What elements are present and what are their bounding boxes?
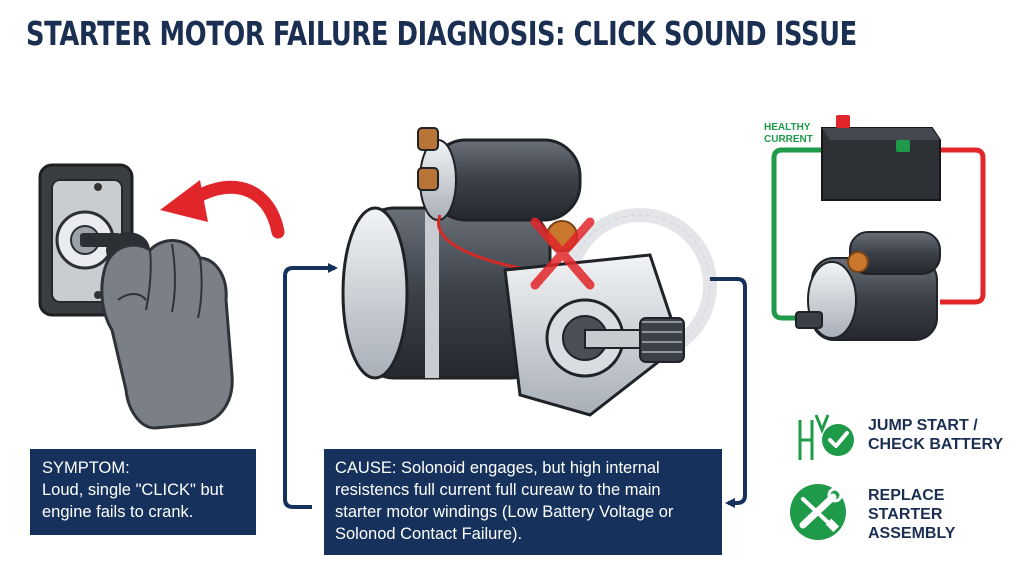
symptom-text: Loud, single "CLICK" but engine fails to… <box>42 481 224 521</box>
healthy-circuit-diagram <box>771 115 986 341</box>
battery-icon <box>821 115 941 201</box>
wrench-screwdriver-icon <box>790 484 846 540</box>
page-title: STARTER MOTOR FAILURE DIAGNOSIS: CLICK S… <box>26 14 857 53</box>
symptom-box: SYMPTOM: Loud, single "CLICK" but engine… <box>30 449 256 535</box>
healthy-current-label: HEALTHY CURRENT <box>764 122 813 145</box>
turn-arrow-icon <box>160 180 285 239</box>
action-jump-start-label: JUMP START / CHECK BATTERY <box>868 417 1004 453</box>
symptom-label: SYMPTOM: <box>42 459 130 477</box>
action-jump-start: JUMP START / CHECK BATTERY <box>868 416 1003 454</box>
flow-arrows <box>283 263 747 509</box>
cause-box: CAUSE: Solonoid engages, but high intern… <box>324 449 722 555</box>
gloved-hand-icon <box>100 239 234 430</box>
action-replace-starter-label: REPLACE STARTER ASSEMBLY <box>868 487 956 542</box>
cause-text: CAUSE: Solonoid engages, but high intern… <box>335 459 674 543</box>
small-starter-motor-illustration <box>795 231 941 341</box>
jumper-cable-check-icon <box>798 414 854 460</box>
action-replace-starter: REPLACE STARTER ASSEMBLY <box>868 486 955 543</box>
starter-motor-illustration <box>341 127 717 417</box>
